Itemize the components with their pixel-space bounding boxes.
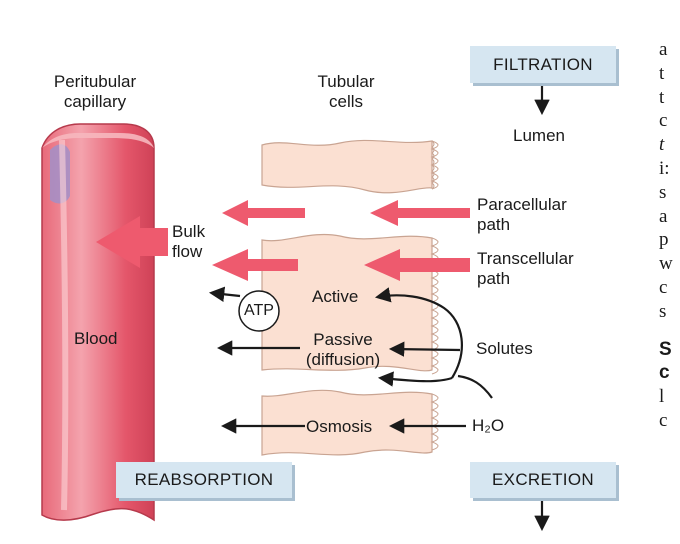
blood-label: Blood [74, 329, 118, 348]
transcellular-line2: path [477, 269, 511, 288]
side-line [659, 324, 680, 338]
solutes-label: Solutes [476, 339, 533, 358]
bulk-flow-arrow [96, 216, 168, 268]
side-line: a [659, 39, 668, 60]
tubular-cells-label: Tubular cells [296, 72, 396, 112]
passive-line2: (diffusion) [305, 350, 381, 369]
reabsorption-box: REABSORPTION [116, 462, 292, 498]
peritubular-capillary [41, 123, 155, 522]
bulk-line2: flow [172, 242, 203, 261]
paracellular-line2: path [477, 215, 511, 234]
side-line: w [659, 253, 673, 275]
side-line: t [659, 86, 665, 108]
tubular-cell-top [261, 139, 435, 194]
side-line: c [659, 110, 668, 132]
transcellular-path-label: Transcellular path [477, 249, 574, 289]
brush-border-microvilli [430, 140, 439, 451]
filtration-box: FILTRATION [470, 46, 616, 83]
side-line: i: [659, 157, 670, 179]
tubular-cell-bottom [261, 389, 433, 456]
black-arrows [208, 86, 550, 532]
side-line: c [659, 409, 668, 431]
side-line: a [659, 205, 668, 227]
active-label: Active [312, 287, 359, 306]
bulk-flow-label: Bulk flow [172, 222, 205, 262]
lumen-label: Lumen [513, 126, 565, 145]
side-line: t [659, 134, 665, 156]
side-line: l [659, 386, 665, 408]
paracellular-arrow [222, 200, 470, 226]
excretion-box: EXCRETION [470, 462, 616, 498]
atp-circle [238, 290, 280, 332]
water-label: H₂O [472, 416, 505, 435]
peritubular-label-line1: Peritubular [53, 72, 137, 91]
side-line: s [659, 181, 667, 203]
side-line: p [659, 229, 669, 251]
cropped-side-text: a t t c t i: s a p w c s S c l c [659, 38, 680, 433]
side-line: c [659, 276, 668, 298]
osmosis-label: Osmosis [306, 417, 373, 436]
tubular-label-line2: cells [328, 92, 363, 111]
paracellular-path-label: Paracellular path [477, 195, 567, 235]
side-line: S [659, 338, 672, 360]
side-line: t [659, 62, 665, 84]
peritubular-capillary-label: Peritubular capillary [30, 72, 160, 112]
tubular-label-line1: Tubular [317, 72, 375, 91]
atp-label: ATP [244, 302, 274, 319]
passive-line1: Passive [313, 330, 373, 349]
peritubular-label-line2: capillary [63, 92, 127, 111]
side-line: s [659, 300, 667, 322]
paracellular-line1: Paracellular [477, 195, 567, 214]
transcellular-arrow [212, 249, 470, 281]
side-line: c [659, 362, 670, 384]
bulk-line1: Bulk [172, 222, 206, 241]
passive-diffusion-label: Passive (diffusion) [288, 330, 398, 370]
transcellular-line1: Transcellular [477, 249, 574, 268]
